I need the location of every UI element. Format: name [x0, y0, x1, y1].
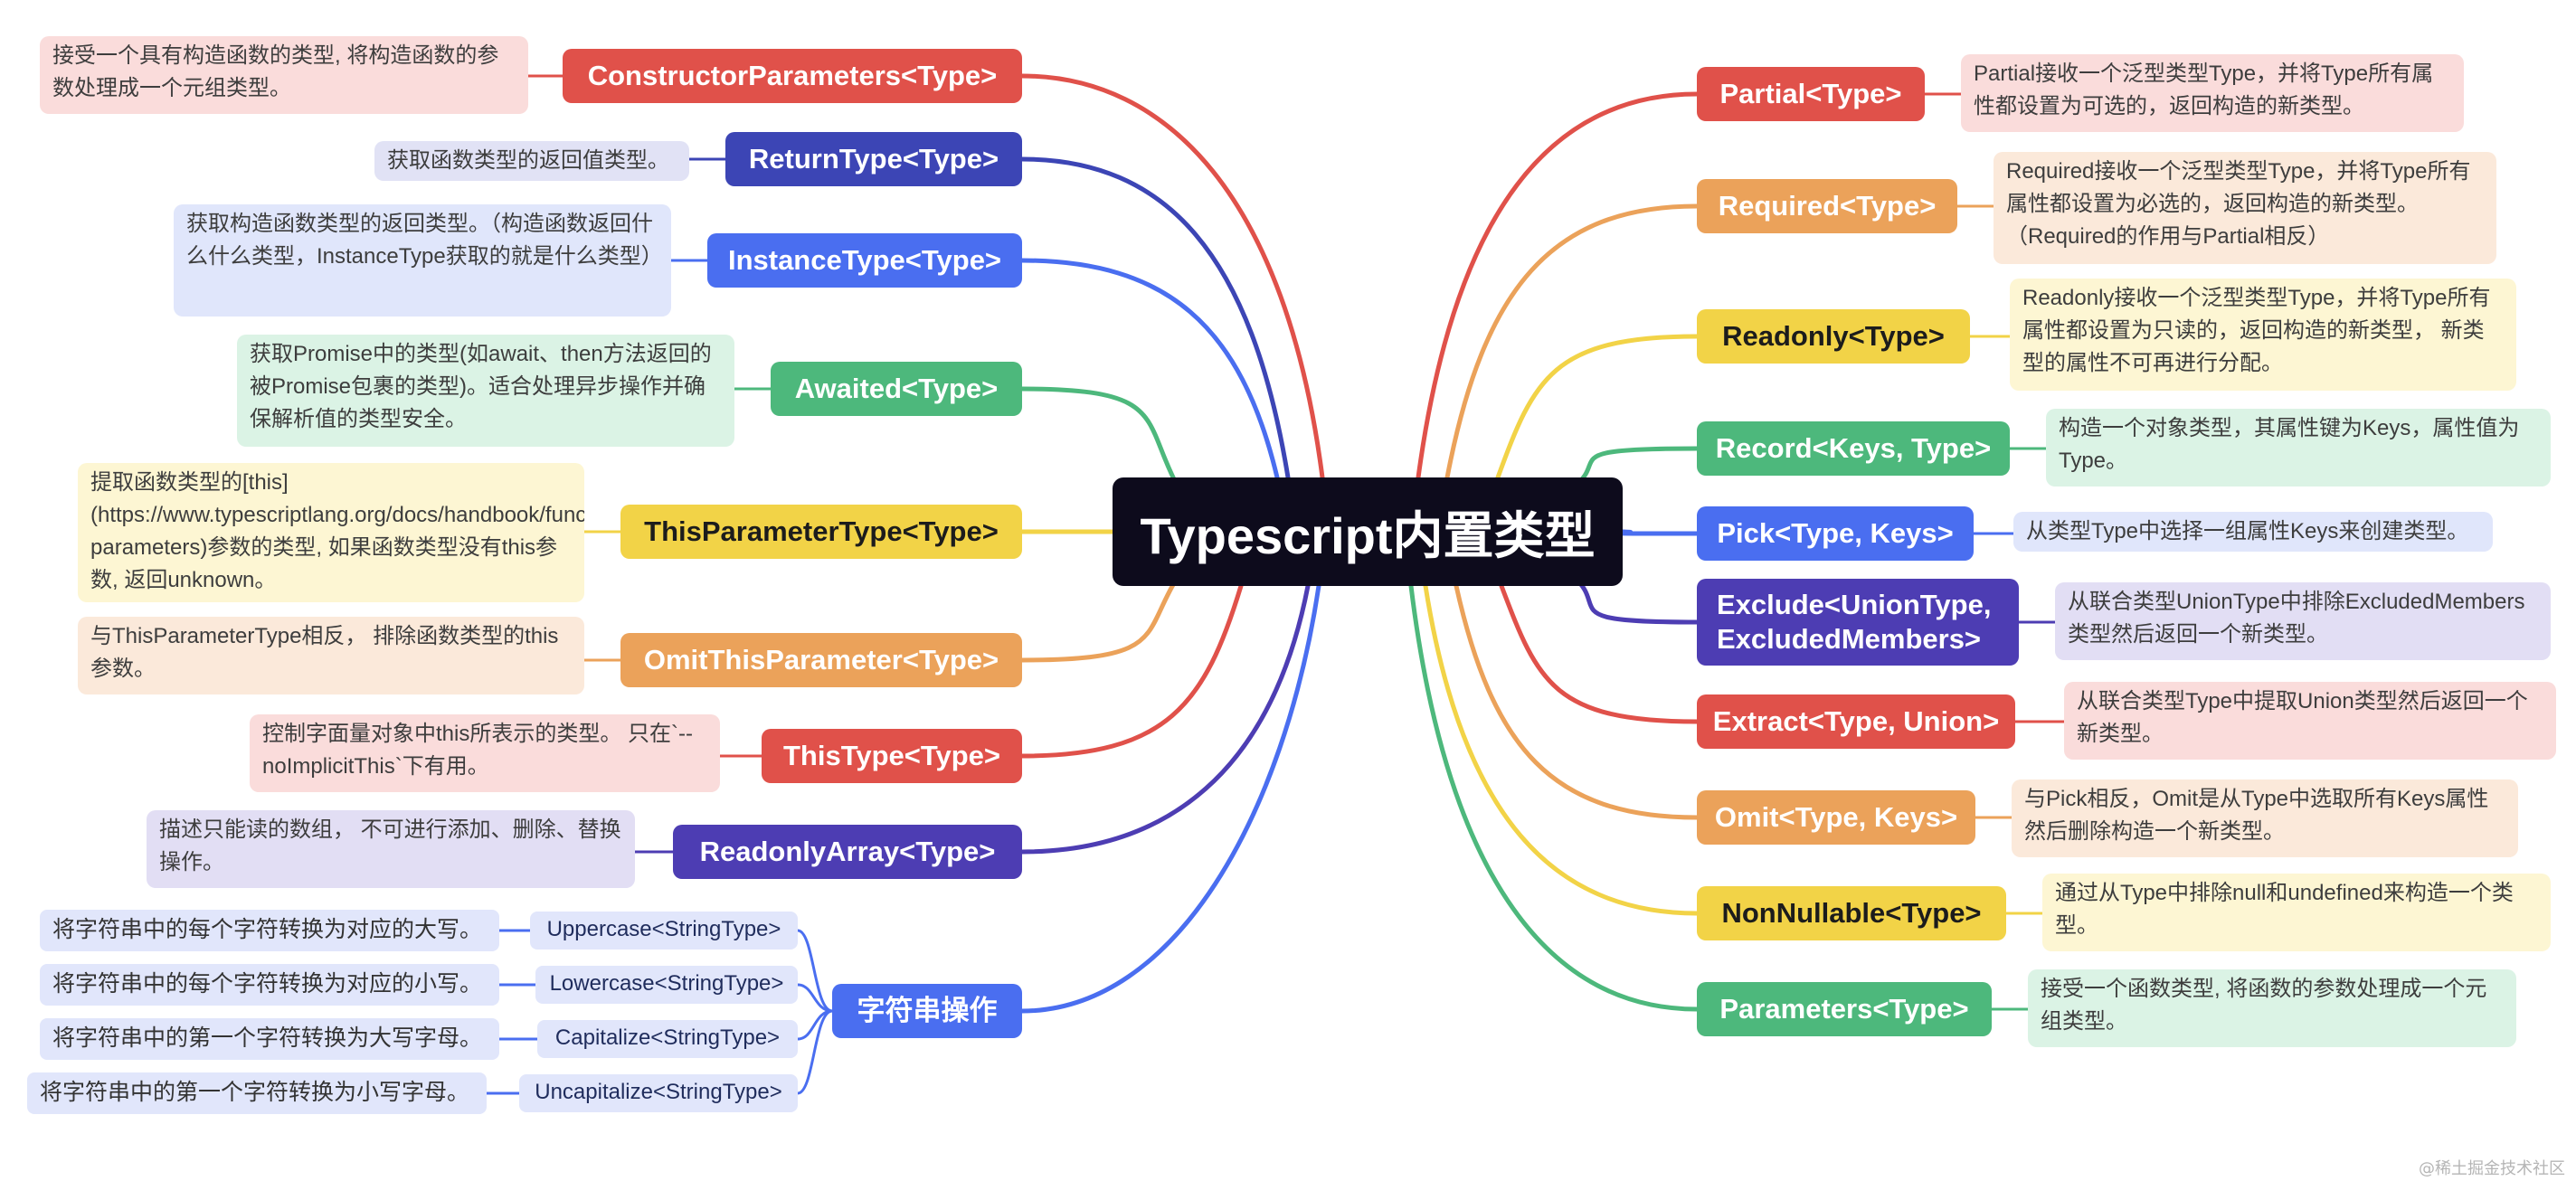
- desc-readonlyarray: 描述只能读的数组， 不可进行添加、删除、替换操作。: [147, 810, 635, 888]
- desc-readonly: Readonly接收一个泛型类型Type，并将Type所有属性都设置为只读的，返…: [2010, 279, 2516, 391]
- connector: [1019, 258, 1280, 480]
- sub-node-lowercase[interactable]: Lowercase<StringType>: [535, 966, 798, 1004]
- sub-desc-capitalize: 将字符串中的第一个字符转换为大写字母。: [40, 1018, 499, 1060]
- sub-desc-uncapitalize: 将字符串中的第一个字符转换为小写字母。: [27, 1072, 487, 1114]
- connector: [1019, 583, 1311, 855]
- sub-node-uncapitalize[interactable]: Uncapitalize<StringType>: [519, 1074, 798, 1112]
- connector: [1495, 334, 1700, 480]
- node-extract[interactable]: Extract<Type, Union>: [1697, 694, 2015, 749]
- node-thistype[interactable]: ThisType<Type>: [762, 729, 1022, 783]
- node-nonnullable[interactable]: NonNullable<Type>: [1697, 886, 2006, 940]
- node-label-line: Exclude<UnionType,: [1717, 589, 1992, 620]
- node-thisparametertype[interactable]: ThisParameterType<Type>: [620, 505, 1022, 559]
- connector: [1571, 574, 1700, 625]
- desc-returntype: 获取函数类型的返回值类型。: [374, 141, 689, 181]
- connector: [1019, 73, 1325, 480]
- desc-parameters: 接受一个函数类型, 将函数的参数处理成一个元组类型。: [2028, 969, 2516, 1047]
- connector: [1416, 91, 1700, 480]
- root-node[interactable]: Typescript内置类型: [1113, 477, 1623, 586]
- sub-desc-uppercase: 将字符串中的每个字符转换为对应的大写。: [40, 910, 499, 951]
- desc-awaited: 获取Promise中的类型(如await、then方法返回的被Promise包裹…: [237, 335, 734, 447]
- desc-partial: Partial接收一个泛型类型Type，并将Type所有属性都设置为可选的，返回…: [1961, 54, 2464, 132]
- desc-constructor: 接受一个具有构造函数的类型, 将构造函数的参数处理成一个元组类型。: [40, 36, 528, 114]
- connector: [1019, 386, 1180, 489]
- desc-omitthisparameter: 与ThisParameterType相反， 排除函数类型的this参数。: [78, 617, 584, 694]
- connector: [1019, 574, 1180, 663]
- connector: [796, 929, 834, 1013]
- node-omitthisparameter[interactable]: OmitThisParameter<Type>: [620, 633, 1022, 687]
- desc-omit: 与Pick相反，Omit是从Type中选取所有Keys属性然后删除构造一个新类型…: [2012, 779, 2518, 857]
- desc-instancetype: 获取构造函数类型的返回类型。（构造函数返回什么什么类型，InstanceType…: [174, 204, 671, 317]
- node-readonlyarray[interactable]: ReadonlyArray<Type>: [673, 825, 1022, 879]
- desc-required: Required接收一个泛型类型Type，并将Type所有属性都设置为必选的，返…: [1994, 152, 2496, 264]
- desc-thistype: 控制字面量对象中this所表示的类型。 只在`--noImplicitThis`…: [250, 714, 720, 792]
- node-record[interactable]: Record<Keys, Type>: [1697, 421, 2010, 476]
- sub-node-uppercase[interactable]: Uppercase<StringType>: [530, 912, 798, 950]
- node-label-line: ExcludedMembers>: [1717, 623, 1982, 655]
- node-instancetype[interactable]: InstanceType<Type>: [707, 233, 1022, 288]
- connector: [796, 1009, 834, 1095]
- watermark: @稀土掘金技术社区: [2419, 1159, 2565, 1178]
- desc-exclude: 从联合类型UnionType中排除ExcludedMembers类型然后返回一个…: [2055, 582, 2551, 660]
- node-pick[interactable]: Pick<Type, Keys>: [1697, 506, 1974, 561]
- node-awaited[interactable]: Awaited<Type>: [771, 362, 1022, 416]
- sub-node-capitalize[interactable]: Capitalize<StringType>: [537, 1020, 798, 1058]
- connector: [1571, 446, 1700, 489]
- node-string-operations[interactable]: 字符串操作: [832, 984, 1022, 1038]
- desc-pick: 从类型Type中选择一组属性Keys来创建类型。: [2013, 512, 2493, 552]
- desc-nonnullable: 通过从Type中排除null和undefined来构造一个类型。: [2042, 874, 2551, 951]
- connector: [1408, 583, 1700, 1012]
- connector: [796, 983, 834, 1013]
- connector: [1454, 583, 1700, 820]
- connector: [1019, 156, 1291, 480]
- sub-desc-lowercase: 将字符串中的每个字符转换为对应的小写。: [40, 964, 499, 1006]
- connector: [1499, 583, 1700, 724]
- desc-extract: 从联合类型Type中提取Union类型然后返回一个新类型。: [2064, 682, 2556, 760]
- node-required[interactable]: Required<Type>: [1697, 179, 1957, 233]
- connector: [1019, 583, 1244, 759]
- desc-thisparametertype: 提取函数类型的[this](https://www.typescriptlang…: [78, 463, 584, 602]
- desc-record: 构造一个对象类型，其属性键为Keys，属性值为Type。: [2046, 409, 2551, 487]
- node-partial[interactable]: Partial<Type>: [1697, 67, 1925, 121]
- node-omit[interactable]: Omit<Type, Keys>: [1697, 790, 1975, 845]
- node-returntype[interactable]: ReturnType<Type>: [725, 132, 1022, 186]
- node-readonly[interactable]: Readonly<Type>: [1697, 309, 1970, 364]
- connector: [1444, 203, 1700, 480]
- node-parameters[interactable]: Parameters<Type>: [1697, 982, 1992, 1036]
- connector: [1615, 529, 1700, 536]
- node-constructor[interactable]: ConstructorParameters<Type>: [563, 49, 1022, 103]
- node-exclude[interactable]: Exclude<UnionType,ExcludedMembers>: [1697, 579, 2019, 666]
- connector: [1019, 583, 1321, 1014]
- connector: [1423, 583, 1700, 916]
